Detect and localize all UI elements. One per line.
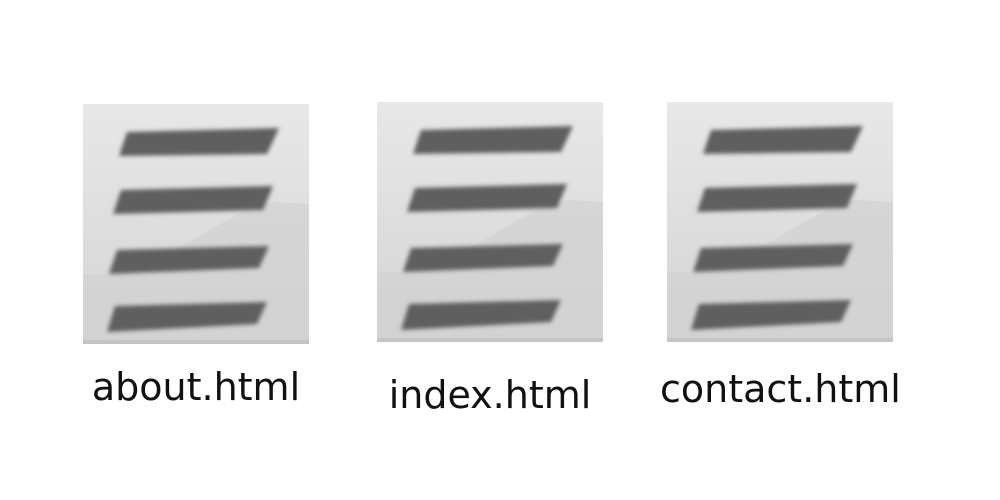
file-name-label: about.html bbox=[91, 365, 301, 409]
file-item-about[interactable]: about.html bbox=[83, 104, 309, 406]
file-item-index[interactable]: index.html bbox=[377, 102, 603, 414]
file-name-label: index.html bbox=[388, 373, 592, 417]
html-document-icon bbox=[83, 104, 309, 344]
file-name-label: contact.html bbox=[660, 367, 901, 411]
html-document-icon bbox=[667, 102, 894, 342]
html-document-icon bbox=[377, 102, 603, 342]
file-item-contact[interactable]: contact.html bbox=[660, 102, 901, 408]
